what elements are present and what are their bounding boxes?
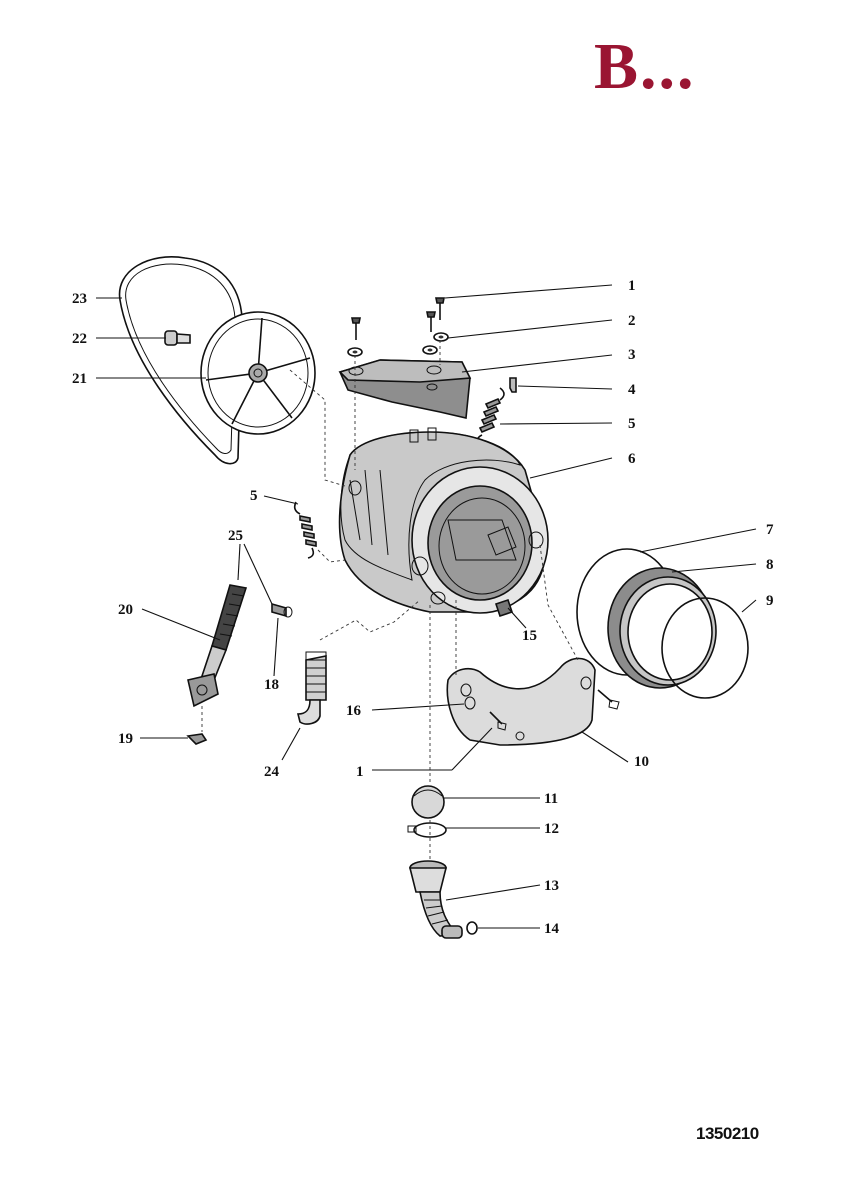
callout-8: 8 [766, 557, 774, 573]
callout-6: 6 [628, 451, 636, 467]
callout-21: 21 [72, 371, 87, 387]
tub-sensor-part [494, 598, 514, 618]
callout-7: 7 [766, 522, 774, 538]
door-gasket-part [607, 567, 717, 689]
shock-nut-part [186, 733, 208, 745]
drain-hose-part [408, 860, 463, 939]
callout-1-bottom: 1 [356, 764, 364, 780]
hose-clamp-part [407, 822, 447, 838]
shock-absorber-part [187, 584, 248, 708]
callout-19: 19 [118, 731, 133, 747]
callout-20: 20 [118, 602, 133, 618]
callout-15: 15 [522, 628, 537, 644]
tub-assembly-part [338, 427, 549, 614]
bracket-screws-part [489, 689, 620, 731]
callout-1-top: 1 [628, 278, 636, 294]
drive-belt-part [118, 256, 243, 465]
callout-25: 25 [228, 528, 243, 544]
assembly-guide-lines [201, 340, 579, 860]
shock-pins-part [271, 602, 293, 618]
drain-ball-part [411, 785, 445, 819]
pulley-bolt-part [164, 330, 191, 346]
callout-23: 23 [72, 291, 87, 307]
front-bracket-part [446, 657, 596, 746]
callout-11: 11 [544, 791, 558, 807]
callout-5-left: 5 [250, 488, 258, 504]
pulley-wheel-part [200, 311, 316, 435]
callout-labels: 1 2 3 4 5 6 7 8 9 10 11 12 13 14 15 16 1… [72, 278, 774, 937]
o-ring-part [466, 921, 478, 935]
callout-5-right: 5 [628, 416, 636, 432]
counterweight-part [338, 359, 472, 419]
diagram-title: B... [594, 30, 696, 103]
top-screws-part [351, 297, 445, 340]
washers-part [347, 332, 449, 357]
callout-12: 12 [544, 821, 559, 837]
front-ring-part [661, 597, 749, 699]
callout-13: 13 [544, 878, 559, 894]
callout-2: 2 [628, 313, 636, 329]
callout-22: 22 [72, 331, 87, 347]
clip-part [509, 377, 517, 393]
leader-lines [96, 284, 757, 929]
drawing-code: 1350210 [696, 1124, 759, 1143]
callout-9: 9 [766, 593, 774, 609]
tub-hose-part [296, 651, 327, 725]
callout-14: 14 [544, 921, 560, 937]
callout-24: 24 [264, 764, 280, 780]
callout-3: 3 [628, 347, 636, 363]
callout-16: 16 [346, 703, 362, 719]
callout-4: 4 [628, 382, 636, 398]
callout-10: 10 [634, 754, 649, 770]
callout-18: 18 [264, 677, 279, 693]
